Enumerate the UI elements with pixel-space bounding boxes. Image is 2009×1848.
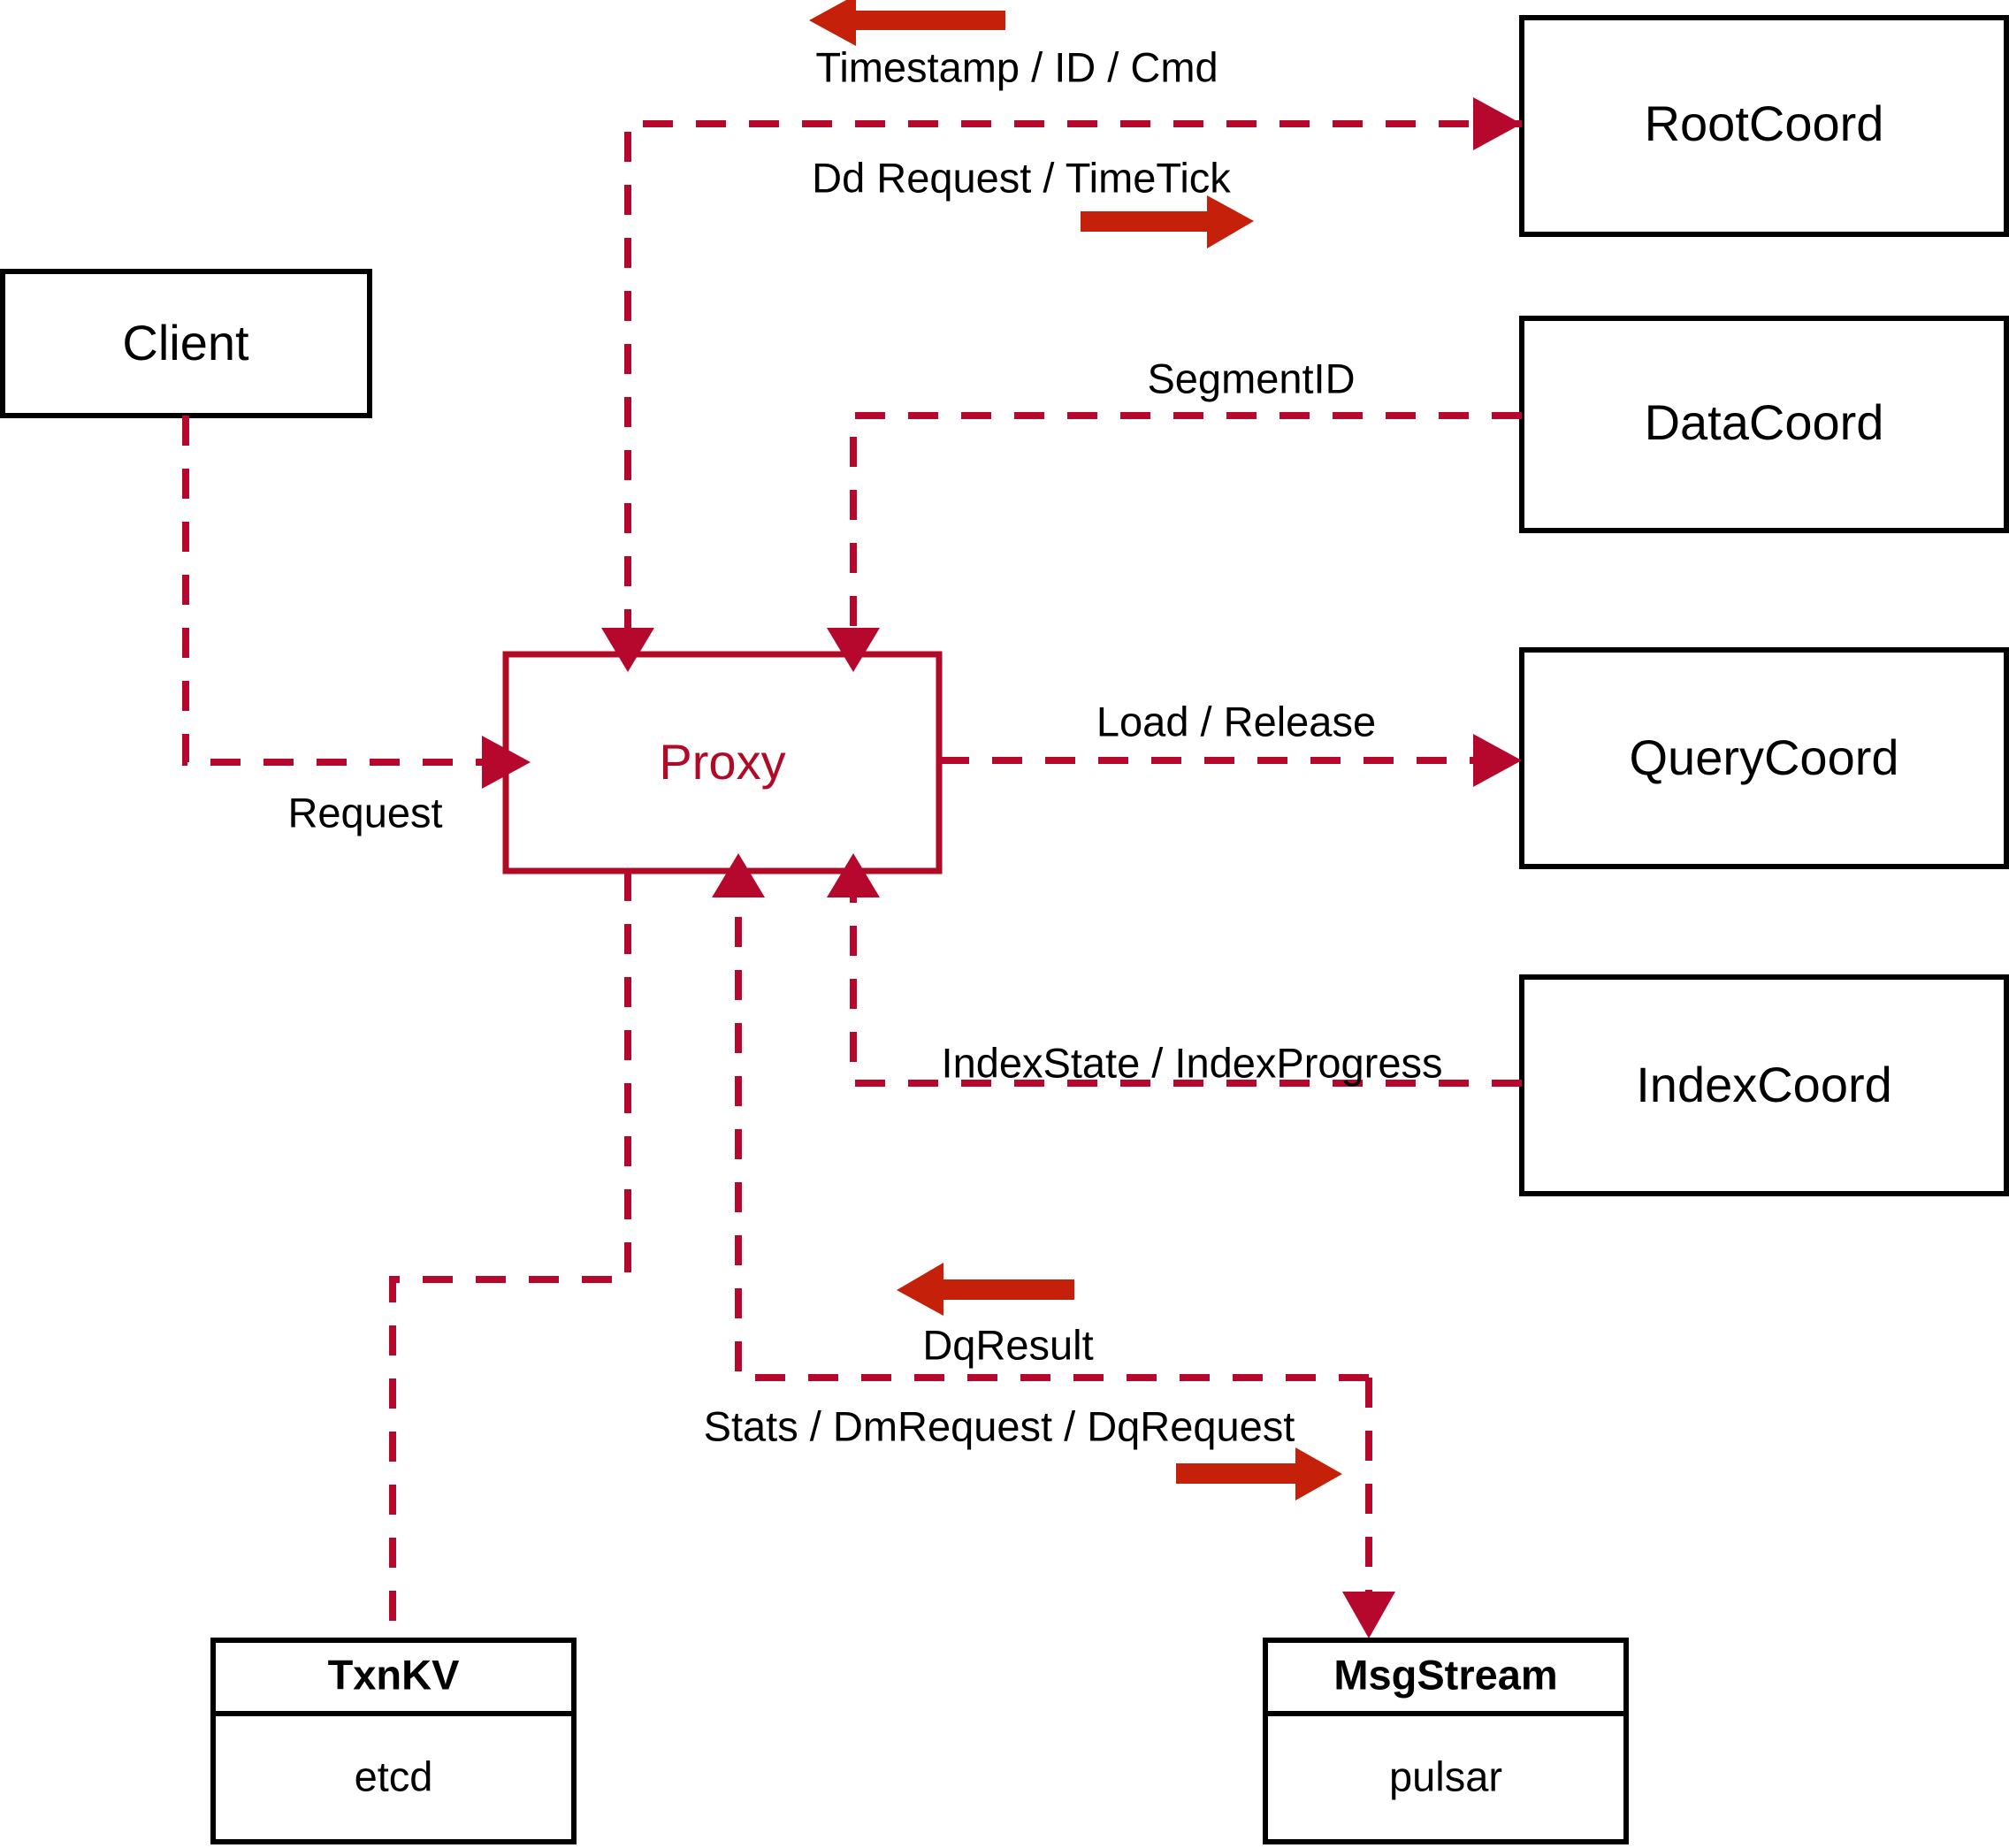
node-root-coord[interactable]: RootCoord — [1519, 15, 2009, 237]
edge-client-request — [182, 416, 531, 789]
edge-index-state — [827, 853, 1522, 1087]
edge-root-up — [1473, 97, 1522, 150]
index-coord-label: IndexCoord — [1636, 1057, 1892, 1112]
edge-label-dq-result: DqResult — [922, 1321, 1093, 1368]
client-request-arrowhead — [482, 736, 531, 789]
index-state-arrowhead — [827, 853, 880, 897]
node-txnkv[interactable]: TxnKV etcd — [210, 1638, 577, 1844]
root-down-path — [624, 120, 1522, 628]
edge-label-request: Request — [287, 789, 442, 836]
query-coord-box[interactable] — [1519, 647, 2009, 869]
edge-label-stats-dm-dq: Stats / DmRequest / DqRequest — [704, 1402, 1295, 1449]
direction-arrow-dq-result — [897, 1263, 1074, 1316]
node-proxy[interactable]: Proxy — [502, 651, 943, 874]
load-release-arrowhead — [1473, 734, 1522, 787]
node-msgstream[interactable]: MsgStream pulsar — [1263, 1638, 1629, 1844]
data-coord-label: DataCoord — [1645, 394, 1884, 450]
txnkv-box[interactable] — [210, 1638, 577, 1844]
edge-root-down — [601, 120, 1522, 672]
root-up-arrowhead — [1473, 97, 1522, 150]
segmentid-arrowhead — [827, 628, 880, 672]
client-request-path — [182, 416, 482, 766]
node-query-coord[interactable]: QueryCoord — [1519, 647, 2009, 869]
edge-load-release — [939, 734, 1522, 787]
direction-arrow-dd-request — [1081, 195, 1254, 248]
txnkv-link-path — [389, 871, 631, 1640]
client-box[interactable] — [0, 269, 372, 418]
dq-result-path — [735, 897, 1369, 1381]
edge-label-segmentid: SegmentID — [1147, 355, 1355, 401]
root-coord-box[interactable] — [1519, 15, 2009, 237]
txnkv-title: TxnKV — [328, 1651, 461, 1698]
query-coord-label: QueryCoord — [1629, 729, 1898, 785]
txnkv-impl: etcd — [355, 1753, 433, 1799]
direction-arrow-timestamp — [809, 0, 1005, 46]
root-coord-label: RootCoord — [1645, 95, 1884, 151]
edge-label-timestamp-id-cmd: Timestamp / ID / Cmd — [815, 43, 1218, 90]
edge-label-load-release: Load / Release — [1096, 698, 1376, 745]
data-coord-box[interactable] — [1519, 316, 2009, 533]
msgstream-box[interactable] — [1263, 1638, 1629, 1844]
msgstream-impl: pulsar — [1389, 1753, 1502, 1799]
edge-dq-result — [712, 853, 1369, 1381]
msgstream-title: MsgStream — [1333, 1651, 1557, 1698]
node-data-coord[interactable]: DataCoord — [1519, 316, 2009, 533]
stats-dm-dq-arrowhead — [1342, 1592, 1395, 1638]
index-state-path — [850, 897, 1522, 1087]
proxy-label: Proxy — [659, 734, 785, 790]
edge-label-index-state: IndexState / IndexProgress — [942, 1039, 1443, 1086]
client-label: Client — [122, 315, 249, 370]
edge-label-dd-request-timetick: Dd Request / TimeTick — [812, 154, 1231, 201]
dq-result-arrowhead — [712, 853, 765, 897]
root-down-arrowhead — [601, 628, 654, 672]
index-coord-box[interactable] — [1519, 974, 2009, 1196]
edge-txnkv-link — [389, 871, 631, 1640]
edge-stats-dm-dq — [1342, 1378, 1395, 1638]
direction-arrow-stats — [1176, 1447, 1342, 1501]
segmentid-path — [850, 412, 1522, 628]
node-index-coord[interactable]: IndexCoord — [1519, 974, 2009, 1196]
node-client[interactable]: Client — [0, 269, 372, 418]
edge-segmentid — [827, 412, 1522, 672]
